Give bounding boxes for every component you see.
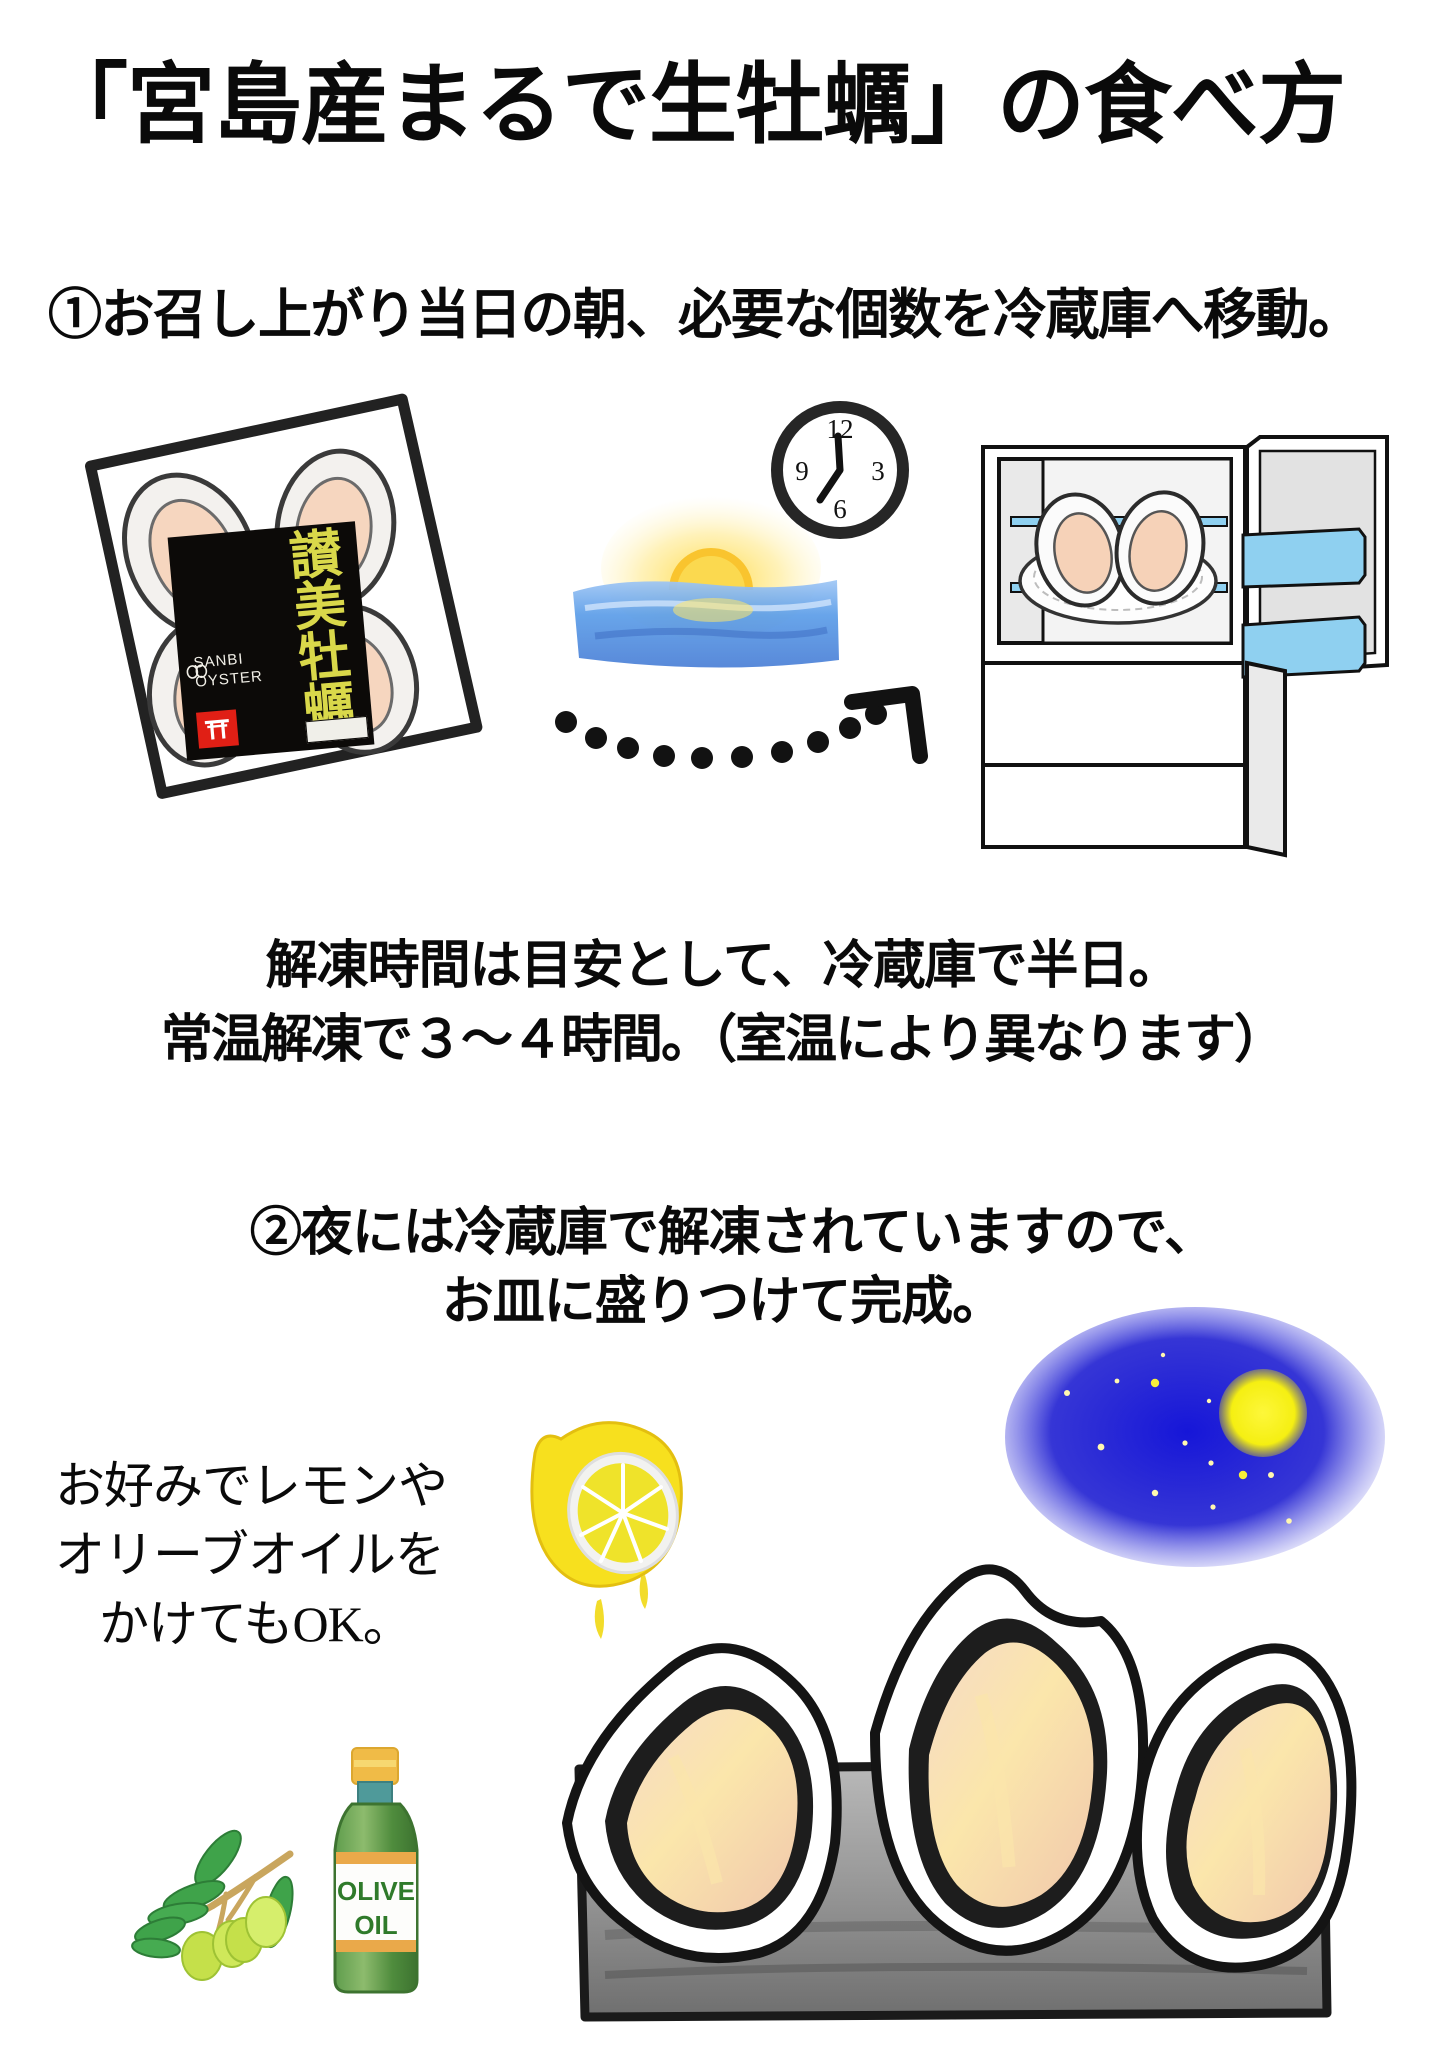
- step2-line2: お皿に盛りつけて完成。: [441, 1273, 1005, 1331]
- olive-oil-label-line2: OIL: [354, 1910, 397, 1940]
- olive-branch-illustration: [130, 1820, 325, 2015]
- olive-oil-label-line1: OLIVE: [337, 1876, 415, 1906]
- thaw-note-line2: 常温解凍で３〜４時間。（室温により異なります）: [161, 1011, 1286, 1069]
- clock-illustration: 12 3 6 9: [762, 392, 918, 548]
- oyster-glyph-icon: [186, 664, 209, 680]
- night-sky-illustration: [995, 1295, 1395, 1585]
- condiment-line3: かけてもOK。: [99, 1596, 413, 1652]
- lemon-illustration: [505, 1395, 735, 1655]
- step2-instruction: ②夜には冷蔵庫で解凍されていますので、 お皿に盛りつけて完成。: [0, 1200, 1445, 1337]
- package-small-print: [305, 715, 369, 744]
- condiment-note: お好みでレモンや オリーブオイルを かけてもOK。: [55, 1452, 525, 1659]
- torii-badge-icon: [195, 709, 239, 749]
- clock-mark-3: 3: [871, 456, 885, 486]
- step2-line1: ②夜には冷蔵庫で解凍されていますので、: [249, 1205, 1216, 1262]
- clock-mark-6: 6: [833, 494, 847, 524]
- package-brand-kanji: 讃 美 牡 蠣: [287, 525, 358, 740]
- olive-oil-bottle-illustration: OLIVE OIL: [300, 1722, 475, 2012]
- thaw-time-note: 解凍時間は目安として、冷蔵庫で半日。 常温解凍で３〜４時間。（室温により異なりま…: [0, 930, 1445, 1078]
- condiment-line1: お好みでレモンや: [55, 1458, 448, 1514]
- dotted-arrow-to-fridge: [530, 660, 950, 800]
- refrigerator-illustration: [955, 425, 1395, 865]
- oysters-on-slate-illustration: [545, 1505, 1357, 2045]
- thaw-note-line1: 解凍時間は目安として、冷蔵庫で半日。: [265, 938, 1181, 995]
- page-title: 「宮島産まるで生牡蠣」の食べ方: [40, 58, 1346, 155]
- sunrise-over-sea-illustration: [565, 490, 845, 680]
- clock-mark-9: 9: [795, 456, 809, 486]
- condiment-line2: オリーブオイルを: [55, 1527, 445, 1583]
- step1-instruction: ①お召し上がり当日の朝、必要な個数を冷蔵庫へ移動。: [48, 285, 1362, 345]
- package-label: 讃 美 牡 蠣 SANBI OYSTER: [168, 522, 374, 760]
